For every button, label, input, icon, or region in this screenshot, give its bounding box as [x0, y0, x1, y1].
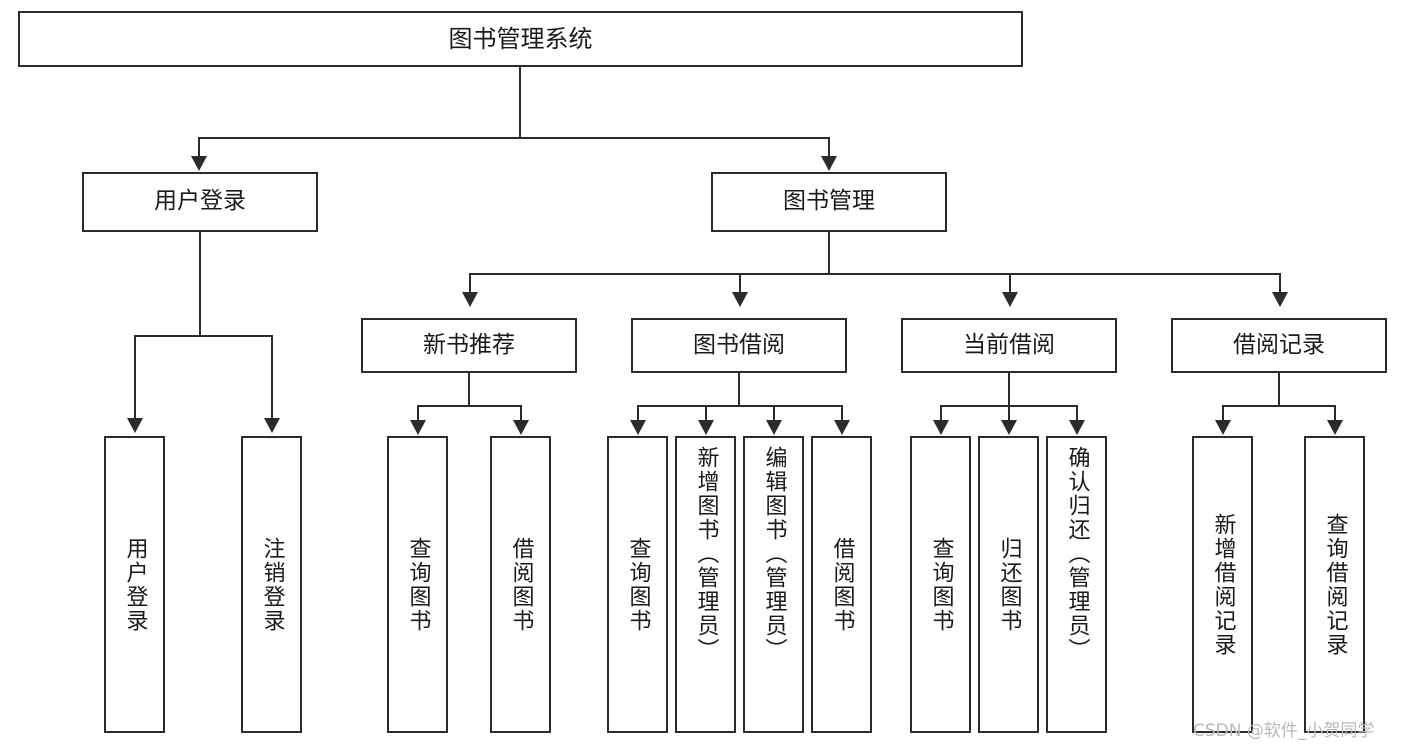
csdn-watermark: CSDN @软件_小贺同学: [1193, 721, 1375, 741]
connector-to-book-management: [828, 137, 830, 158]
connector-cb-leaf-1: [940, 405, 942, 422]
arrowhead-icon-leaf-user-login: [127, 418, 143, 433]
connector-to-book-borrow: [739, 273, 741, 294]
node-root-book-management-system[interactable]: 图书管理系统: [18, 11, 1023, 67]
leaf-node-add-book-admin[interactable]: 新增图书（管理员）: [675, 436, 736, 733]
arrowhead-icon-to-new-book-recommend: [462, 292, 478, 307]
leaf-node-confirm-return-admin[interactable]: 确认归还（管理员）: [1046, 436, 1107, 733]
leaf-node-borrow-book-bb[interactable]: 借阅图书: [811, 436, 872, 733]
connector-br-leaf-2: [1334, 405, 1336, 422]
connector-to-user-login: [198, 137, 200, 158]
connector-user-login-stem: [199, 232, 201, 336]
node-label: 确认归还（管理员）: [1064, 446, 1090, 662]
connector-bb-leaf-1: [637, 405, 639, 422]
arrowhead-icon-cb-leaf-1: [933, 420, 949, 435]
node-label: 新增图书（管理员）: [693, 446, 719, 662]
node-label: 编辑图书（管理员）: [761, 446, 787, 662]
node-label: 用户登录: [154, 188, 246, 215]
connector-new-book-recommend-stem: [468, 373, 470, 406]
connector-bb-leaf-3: [773, 405, 775, 422]
leaf-node-logout[interactable]: 注销登录: [241, 436, 302, 733]
leaf-node-query-book-bb[interactable]: 查询图书: [607, 436, 668, 733]
arrowhead-icon-leaf-logout: [264, 418, 280, 433]
connector-book-borrow-stem: [738, 373, 740, 406]
node-label: 图书管理: [783, 188, 875, 215]
node-label: 新书推荐: [423, 331, 515, 358]
node-label: 借阅图书: [829, 536, 855, 633]
connector-current-borrow-stem: [1008, 373, 1010, 406]
connector-level2-bus: [198, 137, 830, 139]
node-label: 注销登录: [259, 536, 285, 633]
node-borrow-record[interactable]: 借阅记录: [1171, 318, 1387, 373]
node-label: 借阅记录: [1233, 331, 1325, 358]
leaf-node-borrow-book-nbr[interactable]: 借阅图书: [490, 436, 551, 733]
connector-to-new-book-recommend: [469, 273, 471, 294]
connector-user-login-bus: [134, 335, 272, 337]
connector-borrow-record-bus: [1222, 405, 1336, 407]
leaf-node-query-borrow-record[interactable]: 查询借阅记录: [1304, 436, 1365, 733]
arrowhead-icon-cb-leaf-3: [1069, 420, 1085, 435]
connector-br-leaf-1: [1222, 405, 1224, 422]
arrowhead-icon-bb-leaf-4: [834, 420, 850, 435]
node-label: 用户登录: [122, 536, 148, 633]
node-label: 新增借阅记录: [1210, 512, 1236, 657]
connector-root-stem: [519, 67, 521, 138]
leaf-node-user-login[interactable]: 用户登录: [104, 436, 165, 733]
node-label: 归还图书: [996, 536, 1022, 633]
node-label: 查询图书: [405, 536, 431, 633]
connector-to-leaf-logout: [271, 335, 273, 420]
arrowhead-icon-to-book-management: [821, 156, 837, 171]
connector-book-borrow-bus: [637, 405, 842, 407]
node-label: 查询图书: [928, 536, 954, 633]
node-label: 借阅图书: [508, 536, 534, 633]
connector-to-leaf-user-login: [134, 335, 136, 420]
connector-book-management-stem: [828, 232, 830, 274]
leaf-node-query-book-nbr[interactable]: 查询图书: [387, 436, 448, 733]
node-current-borrow[interactable]: 当前借阅: [901, 318, 1117, 373]
node-book-borrow[interactable]: 图书借阅: [631, 318, 847, 373]
node-new-book-recommend[interactable]: 新书推荐: [361, 318, 577, 373]
node-user-login[interactable]: 用户登录: [82, 172, 318, 232]
connector-borrow-record-stem: [1278, 373, 1280, 406]
connector-new-book-recommend-bus: [417, 405, 521, 407]
arrowhead-icon-to-book-borrow: [732, 292, 748, 307]
arrowhead-icon-bb-leaf-1: [630, 420, 646, 435]
arrowhead-icon-to-user-login: [191, 156, 207, 171]
arrowhead-icon-bb-leaf-2: [698, 420, 714, 435]
connector-to-current-borrow: [1009, 273, 1011, 294]
connector-to-borrow-record: [1279, 273, 1281, 294]
arrowhead-icon-to-borrow-record: [1272, 292, 1288, 307]
arrowhead-icon-br-leaf-1: [1215, 420, 1231, 435]
node-book-management[interactable]: 图书管理: [711, 172, 947, 232]
node-label: 当前借阅: [963, 331, 1055, 358]
connector-cb-leaf-2: [1008, 405, 1010, 422]
arrowhead-icon-nbr-leaf-1: [410, 420, 426, 435]
arrowhead-icon-br-leaf-2: [1327, 420, 1343, 435]
node-label: 图书管理系统: [448, 24, 593, 53]
arrowhead-icon-to-current-borrow: [1002, 292, 1018, 307]
leaf-node-add-borrow-record[interactable]: 新增借阅记录: [1192, 436, 1253, 733]
arrowhead-icon-bb-leaf-3: [766, 420, 782, 435]
connector-nbr-leaf-2: [520, 405, 522, 422]
connector-bb-leaf-2: [705, 405, 707, 422]
arrowhead-icon-nbr-leaf-2: [513, 420, 529, 435]
node-label: 查询图书: [625, 536, 651, 633]
arrowhead-icon-cb-leaf-2: [1001, 420, 1017, 435]
leaf-node-return-book[interactable]: 归还图书: [978, 436, 1039, 733]
connector-level3-bus: [469, 273, 1280, 275]
connector-bb-leaf-4: [841, 405, 843, 422]
leaf-node-edit-book-admin[interactable]: 编辑图书（管理员）: [743, 436, 804, 733]
node-label: 图书借阅: [693, 331, 785, 358]
connector-nbr-leaf-1: [417, 405, 419, 422]
node-label: 查询借阅记录: [1322, 512, 1348, 657]
connector-cb-leaf-3: [1076, 405, 1078, 422]
leaf-node-query-book-cb[interactable]: 查询图书: [910, 436, 971, 733]
